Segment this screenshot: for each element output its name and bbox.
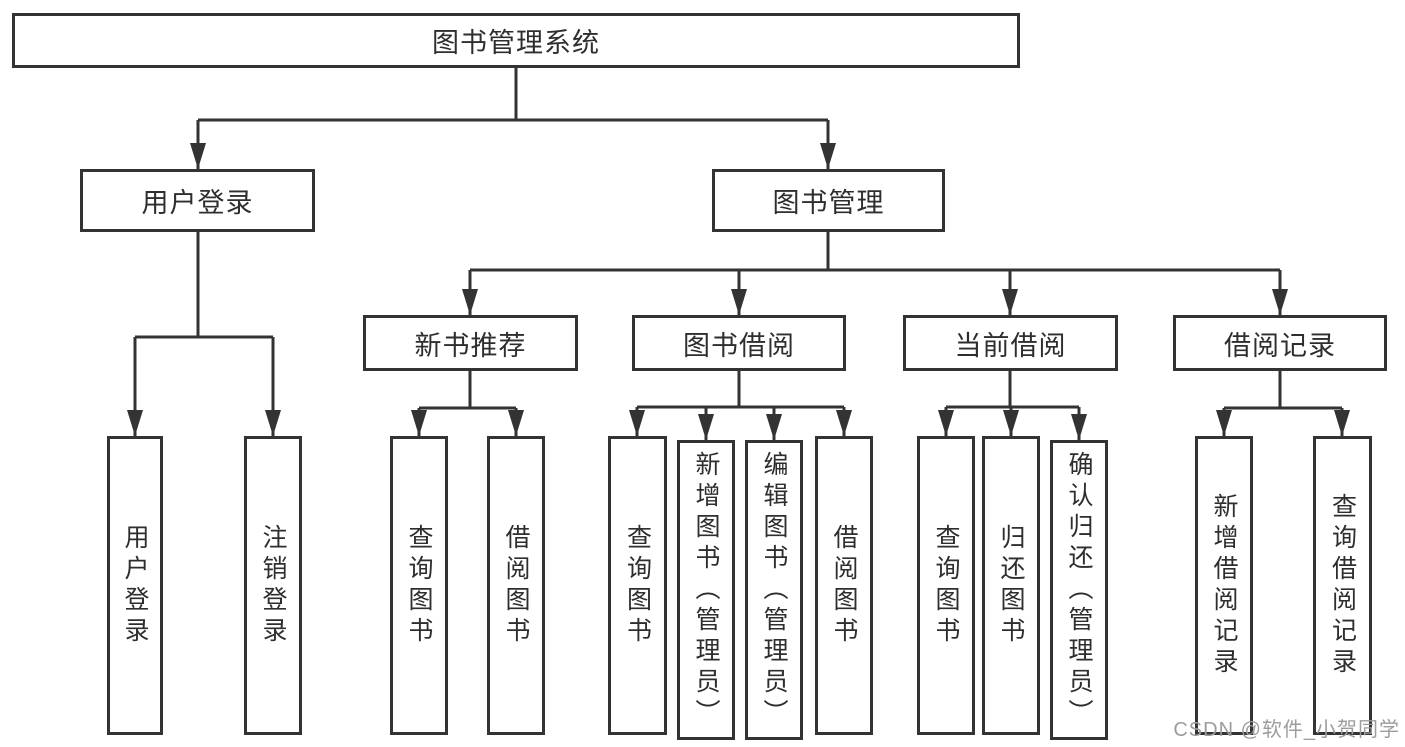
node-borrowing-records: 借阅记录 bbox=[1173, 315, 1387, 371]
node-label: 编辑图书（管理员） bbox=[760, 450, 788, 730]
node-label: 图书管理 bbox=[772, 188, 885, 218]
leaf-bb-edit-books-admin: 编辑图书（管理员） bbox=[745, 440, 803, 740]
node-label: 查询图书 bbox=[623, 523, 652, 648]
node-label: 借阅图书 bbox=[830, 523, 858, 648]
leaf-logout: 注销登录 bbox=[244, 436, 302, 735]
node-label: 注销登录 bbox=[259, 523, 287, 648]
node-label: 查询借阅记录 bbox=[1328, 492, 1357, 679]
node-label: 用户登录 bbox=[141, 188, 254, 218]
node-library-management-system: 图书管理系统 bbox=[12, 13, 1020, 68]
node-current-borrowing: 当前借阅 bbox=[903, 315, 1118, 371]
leaf-nbr-query-books: 查询图书 bbox=[390, 436, 448, 735]
leaf-user-login: 用户登录 bbox=[107, 436, 163, 735]
leaf-br-query-borrow-record: 查询借阅记录 bbox=[1313, 436, 1372, 735]
leaf-cb-query-books: 查询图书 bbox=[917, 436, 975, 735]
node-book-borrowing: 图书借阅 bbox=[632, 315, 846, 371]
node-label: 确认归还（管理员） bbox=[1065, 450, 1093, 730]
node-label: 当前借阅 bbox=[954, 330, 1067, 361]
node-label: 图书借阅 bbox=[683, 330, 795, 361]
node-label: 借阅记录 bbox=[1224, 330, 1336, 361]
node-label: 用户登录 bbox=[121, 523, 149, 648]
node-label: 新增借阅记录 bbox=[1210, 492, 1238, 679]
connector-lines bbox=[133, 68, 1344, 440]
node-new-book-recommendation: 新书推荐 bbox=[363, 315, 578, 371]
node-label: 新书推荐 bbox=[414, 330, 527, 361]
leaf-cb-confirm-return-admin: 确认归还（管理员） bbox=[1050, 440, 1108, 740]
leaf-bb-add-books-admin: 新增图书（管理员） bbox=[677, 440, 735, 740]
node-book-management: 图书管理 bbox=[712, 169, 945, 232]
node-label: 查询图书 bbox=[405, 523, 433, 648]
leaf-cb-return-books: 归还图书 bbox=[982, 436, 1040, 735]
leaf-nbr-borrow-books: 借阅图书 bbox=[487, 436, 545, 735]
node-label: 新增图书（管理员） bbox=[692, 450, 720, 730]
leaf-bb-query-books: 查询图书 bbox=[608, 436, 667, 735]
node-user-login: 用户登录 bbox=[80, 169, 315, 232]
node-label: 图书管理系统 bbox=[432, 28, 600, 58]
node-label: 查询图书 bbox=[932, 523, 960, 648]
node-label: 归还图书 bbox=[997, 523, 1025, 648]
node-label: 借阅图书 bbox=[502, 523, 530, 648]
csdn-watermark: CSDN @软件_小贺同学 bbox=[1173, 719, 1400, 741]
leaf-bb-borrow-books: 借阅图书 bbox=[815, 436, 873, 735]
leaf-br-add-borrow-record: 新增借阅记录 bbox=[1195, 436, 1253, 735]
arrowheads bbox=[127, 143, 1350, 440]
